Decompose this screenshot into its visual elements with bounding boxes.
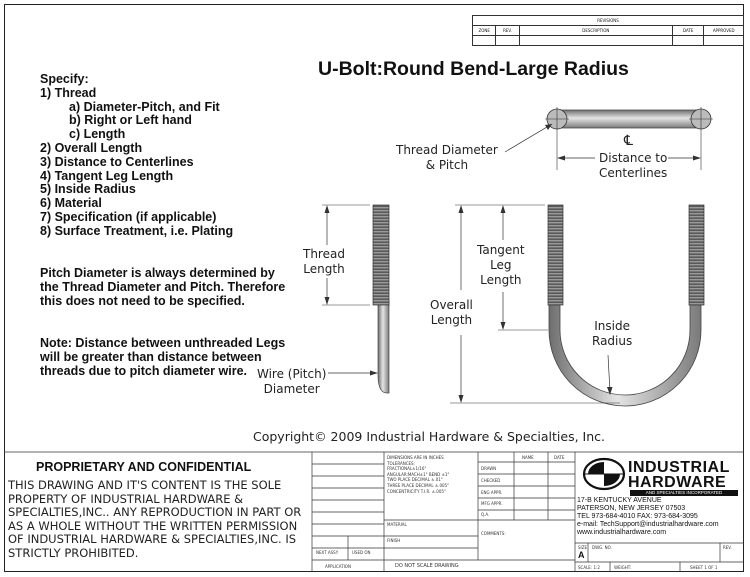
scale-label: SCALE: 1:2: [578, 565, 600, 570]
tolerance-line: TOLERANCES:: [387, 460, 415, 466]
thread-length-label: Thread Length: [303, 247, 345, 276]
tolerance-line: TWO PLACE DECIMAL ±.01": [387, 477, 443, 483]
checked-label: CHECKED: [481, 478, 501, 483]
eng-appr-label: ENG APPR.: [481, 490, 503, 495]
company-address: 17-B KENTUCKY AVENUE PATERSON, NEW JERSE…: [577, 497, 719, 536]
tolerance-line: ANGULAR:MACH±1° BEND ±1°: [387, 471, 450, 477]
specify-item: a) Diameter-Pitch, and Fit: [69, 99, 220, 114]
specify-item: 3) Distance to Centerlines: [40, 154, 194, 169]
rev-label: REV.: [723, 545, 732, 550]
title-block-grid: [4, 451, 744, 572]
proprietary-heading: PROPRIETARY AND CONFIDENTIAL: [36, 460, 252, 474]
drawing-border: [4, 4, 744, 572]
centerline-symbol: ℄: [624, 133, 633, 149]
date-column: DATE: [554, 455, 565, 460]
dwg-no-label: DWG. NO.: [592, 545, 612, 550]
size-label: SIZE: [578, 545, 587, 550]
pitch-diameter-note: Pitch Diameter is always determined by t…: [40, 266, 286, 308]
tolerance-line: FRACTIONAL±1/16": [387, 466, 427, 472]
mfg-appr-label: MFG APPR.: [481, 501, 503, 506]
next-assy-label: NEXT ASSY: [316, 550, 339, 555]
company-name: INDUSTRIAL HARDWARE: [628, 459, 730, 491]
specify-item: 7) Specification (if applicable): [40, 209, 217, 224]
specify-item: c) Length: [69, 127, 126, 142]
sheet-label: SHEET 1 OF 1: [690, 565, 718, 570]
tolerance-line: THREE PLACE DECIMAL ±.005": [387, 482, 449, 488]
specify-item: 4) Tangent Leg Length: [40, 168, 174, 183]
specify-item: 8) Surface Treatment, i.e. Plating: [40, 223, 234, 238]
weight-label: WEIGHT:: [614, 565, 632, 570]
top-view: [504, 107, 713, 170]
company-tagline: AND SPECIALTIES INCORPORATED: [630, 490, 738, 496]
application-label: APPLICATION: [325, 564, 351, 569]
page-title: U-Bolt:Round Bend-Large Radius: [318, 58, 629, 80]
name-column: NAME: [522, 455, 534, 460]
proprietary-body: THIS DRAWING AND IT'S CONTENT IS THE SOL…: [8, 478, 302, 560]
front-view: [450, 204, 705, 407]
company-logo-icon: [582, 457, 626, 491]
tolerance-line: CONCENTRICITY T.I.R. ±.005": [387, 488, 446, 494]
wire-pitch-diameter-label: Wire (Pitch) Diameter: [257, 367, 327, 396]
specify-item: 1) Thread: [40, 85, 97, 100]
material-label: MATERIAL: [387, 522, 407, 527]
qa-label: Q.A.: [481, 512, 490, 517]
specify-item: 5) Inside Radius: [40, 182, 136, 197]
specify-item: 6) Material: [40, 196, 102, 211]
distance-to-centerlines-label: Distance to Centerlines: [599, 151, 668, 180]
overall-length-label: Overall Length: [430, 298, 473, 327]
specify-heading: Specify:: [40, 72, 89, 86]
tolerance-line: DIMENSIONS ARE IN INCHES: [387, 455, 444, 460]
revision-block: REVISIONS ZONE REV. DESCRIPTION DATE APP…: [471, 15, 744, 46]
specify-item: 2) Overall Length: [40, 140, 143, 155]
size-value: A: [578, 550, 585, 560]
copyright-text: Copyright© 2009 Industrial Hardware & Sp…: [253, 429, 605, 444]
drawn-label: DRAWN: [481, 466, 497, 471]
thread-diameter-label: Thread Diameter & Pitch: [396, 143, 498, 172]
comments-label: COMMENTS:: [481, 531, 506, 536]
side-view: [322, 204, 390, 394]
specify-item: b) Right or Left hand: [69, 113, 192, 128]
do-not-scale-label: DO NOT SCALE DRAWING: [395, 563, 459, 569]
inside-radius-label: Inside Radius: [592, 319, 633, 348]
finish-label: FINISH: [387, 538, 401, 543]
legs-distance-note: Note: Distance between unthreaded Legs w…: [40, 336, 286, 378]
used-on-label: USED ON: [352, 550, 371, 555]
tangent-leg-length-label: Tangent Leg Length: [477, 243, 525, 287]
